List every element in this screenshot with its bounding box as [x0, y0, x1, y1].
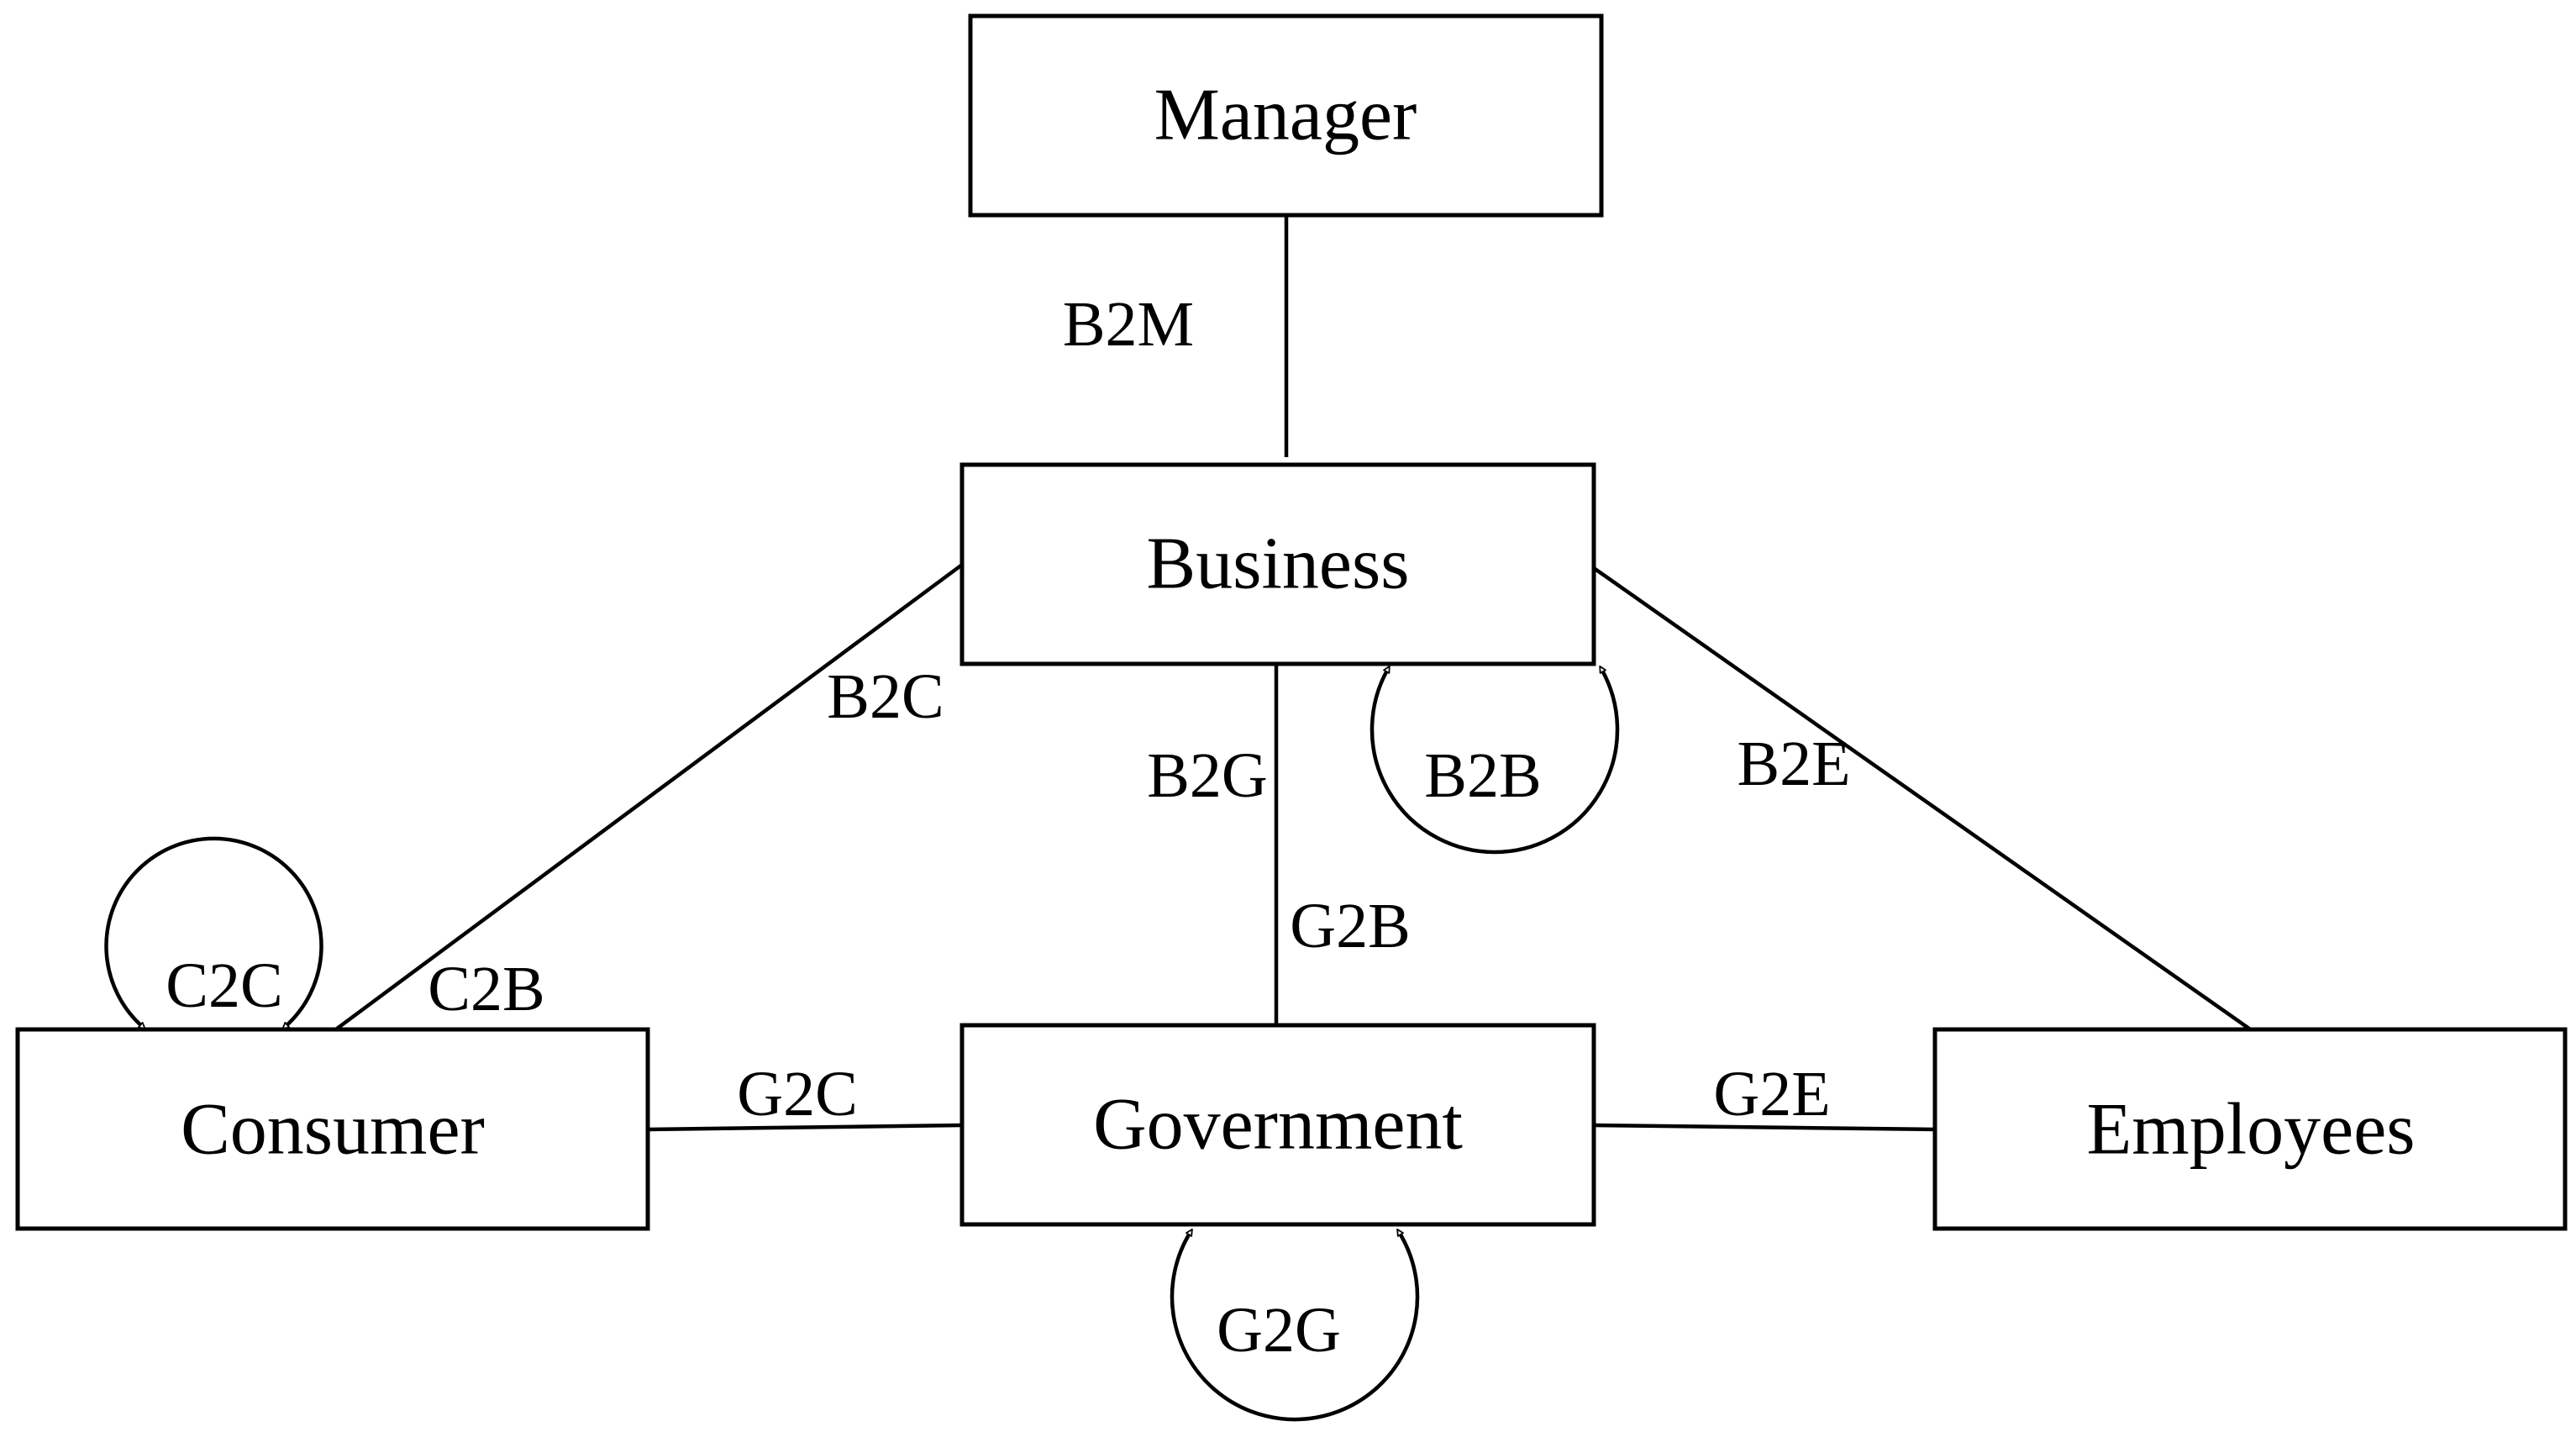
loop-label-g2g: G2G — [1217, 1295, 1341, 1366]
node-manager-label: Manager — [1154, 75, 1417, 156]
loop-b2b-arc — [1369, 669, 1620, 855]
edge-g2c — [647, 1123, 963, 1132]
node-consumer-label: Consumer — [181, 1089, 485, 1171]
node-employees: Employees — [1932, 1027, 2568, 1231]
edge-b2e — [1592, 566, 2251, 1030]
edge-label-b2c: B2C — [827, 661, 944, 732]
edge-label-g2b: G2B — [1290, 891, 1411, 961]
edge-label-g2c: G2C — [737, 1059, 858, 1129]
node-manager: Manager — [968, 13, 1604, 218]
edge-g2e — [1593, 1123, 1936, 1132]
edge-label-b2m: B2M — [1063, 289, 1194, 360]
node-government-label: Government — [1093, 1084, 1463, 1166]
edge-b2c-c2b — [332, 563, 964, 1033]
node-consumer: Consumer — [15, 1027, 650, 1231]
node-employees-label: Employees — [2086, 1089, 2415, 1171]
node-government: Government — [959, 1023, 1596, 1227]
loop-label-b2b: B2B — [1424, 740, 1541, 811]
loop-c2c-arc — [104, 836, 323, 1027]
loop-label-c2c: C2C — [166, 950, 282, 1021]
node-business-label: Business — [1147, 524, 1410, 605]
edge-label-c2b: C2B — [428, 954, 544, 1024]
loop-g2g-arc — [1170, 1232, 1420, 1422]
edge-label-b2g: B2G — [1147, 740, 1268, 811]
edge-label-g2e: G2E — [1713, 1059, 1830, 1129]
node-business: Business — [959, 462, 1596, 666]
edge-label-b2e: B2E — [1737, 729, 1850, 799]
